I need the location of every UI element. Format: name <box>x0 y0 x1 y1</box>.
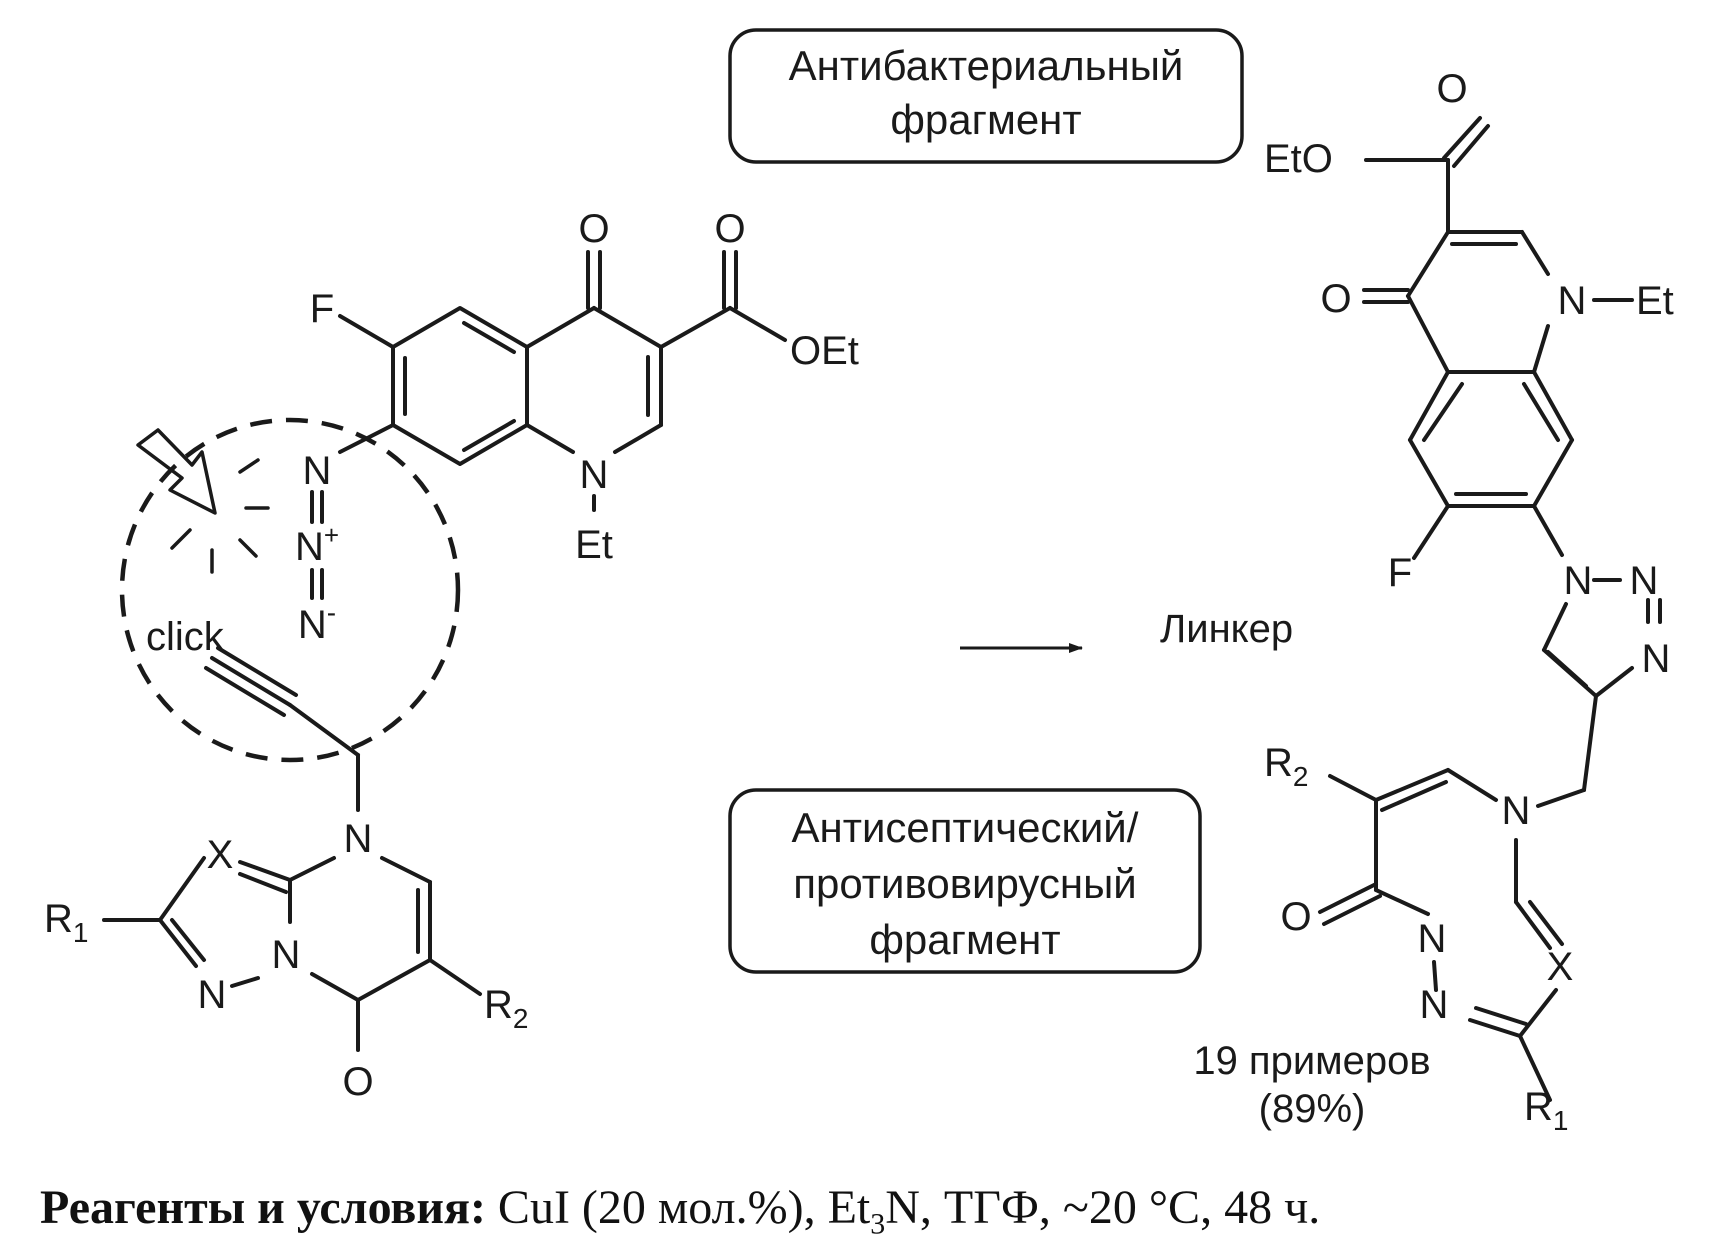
propargyl-heterocycle-atoms: N X N N O R2 R1 <box>44 817 528 1104</box>
conditions-catalyst: CuI (20 мол.%), Et <box>497 1181 871 1234</box>
conditions-rest: N, ТГФ, ~20 °C, 48 ч. <box>885 1181 1321 1234</box>
antiseptic-box-line-1: Антисептический/ <box>792 804 1139 851</box>
starting-material-propargyl-heterocycle <box>102 646 482 1052</box>
reaction-conditions: Реагенты и условия: CuI (20 мол.%), Et3N… <box>40 1180 1320 1242</box>
svg-text:O: O <box>1280 895 1311 939</box>
svg-text:Et: Et <box>575 523 613 567</box>
svg-text:O: O <box>1320 277 1351 321</box>
examples-count-label: 19 примеров <box>1193 1039 1430 1083</box>
svg-text:X: X <box>207 833 234 877</box>
svg-text:N: N <box>1418 917 1447 961</box>
svg-text:N: N <box>1558 279 1587 323</box>
svg-text:N: N <box>1642 637 1671 681</box>
svg-text:F: F <box>310 287 334 331</box>
svg-text:N-: N- <box>298 597 336 647</box>
svg-text:N: N <box>272 933 301 977</box>
antiseptic-box-line-3: фрагмент <box>869 916 1060 963</box>
yield-label: (89%) <box>1259 1087 1366 1131</box>
starting-material-quinolone-azide <box>310 250 787 600</box>
antiseptic-antiviral-fragment-box: Антисептический/ противовирусный фрагмен… <box>728 788 1202 974</box>
svg-text:R2: R2 <box>484 983 528 1034</box>
antibacterial-box-line-2: фрагмент <box>890 96 1081 143</box>
linker-label: Линкер <box>1160 607 1293 651</box>
product-structure <box>1318 116 1662 1102</box>
svg-text:N: N <box>1564 559 1593 603</box>
sparkle-icon <box>170 458 270 574</box>
svg-text:R1: R1 <box>44 897 88 948</box>
svg-text:N: N <box>1630 559 1659 603</box>
svg-text:N: N <box>580 453 609 497</box>
svg-text:N+: N+ <box>295 520 339 569</box>
click-highlight <box>119 417 461 763</box>
svg-text:R1: R1 <box>1524 1085 1568 1136</box>
svg-text:F: F <box>1388 551 1412 595</box>
svg-text:O: O <box>1436 67 1467 111</box>
svg-text:OEt: OEt <box>790 329 859 373</box>
svg-text:O: O <box>578 207 609 251</box>
quinolone-azide-atoms: O O OEt N Et F N N+ N- <box>295 207 859 647</box>
svg-text:O: O <box>714 207 745 251</box>
antiseptic-box-line-2: противовирусный <box>793 860 1136 907</box>
antibacterial-fragment-box: Антибактериальный фрагмент <box>728 28 1244 164</box>
svg-text:N: N <box>1420 983 1449 1027</box>
click-label: click <box>146 615 225 659</box>
svg-text:N: N <box>344 817 373 861</box>
click-dashed-circle <box>119 417 461 763</box>
antibacterial-box-line-1: Антибактериальный <box>789 42 1184 89</box>
conditions-subscript: 3 <box>870 1207 886 1241</box>
svg-text:EtO: EtO <box>1264 137 1333 181</box>
conditions-title: Реагенты и условия: <box>40 1181 486 1234</box>
product-atoms: EtO O O N Et F N N N N O N N X R2 R1 <box>1264 67 1674 1136</box>
hollow-arrow-icon <box>136 428 217 515</box>
svg-text:N: N <box>1502 789 1531 833</box>
svg-text:Et: Et <box>1636 279 1674 323</box>
svg-text:N: N <box>303 449 332 493</box>
svg-text:R2: R2 <box>1264 741 1308 792</box>
svg-text:O: O <box>342 1060 373 1104</box>
svg-text:X: X <box>1547 945 1574 989</box>
svg-text:N: N <box>198 973 227 1017</box>
